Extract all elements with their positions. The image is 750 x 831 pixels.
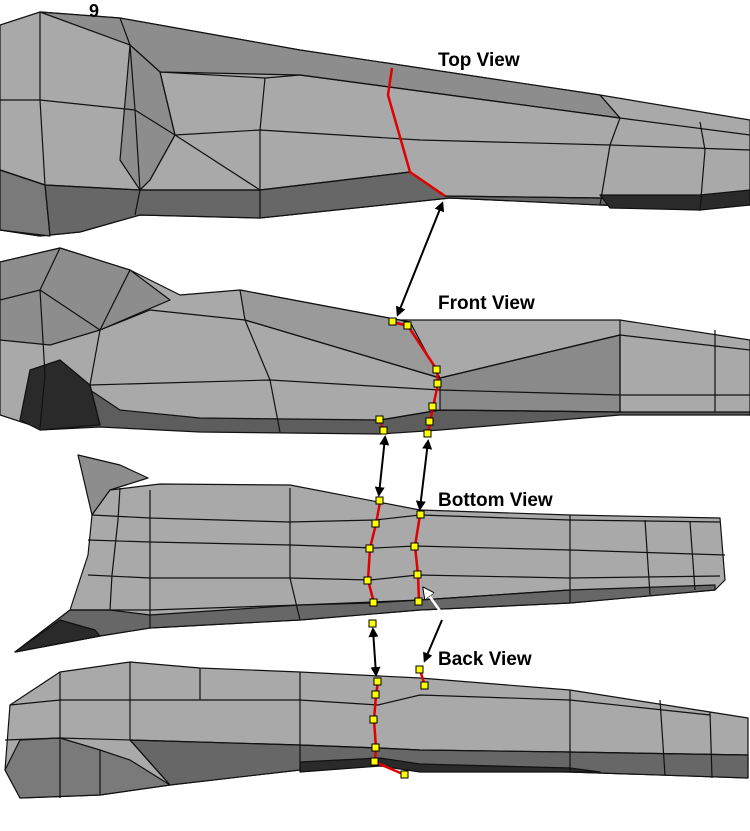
vertex-marker [400,770,409,779]
vertex-marker [371,519,380,528]
vertex-marker [371,743,380,752]
connector-arrows [368,201,445,677]
vertex-marker [371,690,380,699]
front-mesh-shade-lower [39,369,750,435]
vertex-marker [416,510,425,519]
label-bottom-view: Bottom View [438,490,553,511]
vertex-marker [403,321,412,330]
vertex-marker [388,317,397,326]
vertex-marker [415,665,424,674]
top-view-mesh [0,11,750,237]
vertex-marker [363,576,372,585]
label-back-view: Back View [438,649,532,670]
top-mesh-shadow [599,189,750,211]
arrow-bottom-back-b [423,619,443,663]
vertex-markers [363,317,442,779]
vertex-marker [369,598,378,607]
vertex-marker [432,365,441,374]
vertex-marker [420,681,429,690]
vertex-marker [379,426,388,435]
vertex-marker [413,570,422,579]
arrow-front-bottom-a [374,435,390,497]
bottom-mesh-shadow [14,619,101,653]
vertex-marker [414,597,423,606]
vertex-marker [373,677,382,686]
top-view-seam [386,67,446,198]
vertex-marker [368,619,377,628]
bottom-view-seam-b [413,514,422,603]
front-view-mesh [0,247,750,435]
vertex-marker [365,544,374,553]
step-number: 9 [89,1,100,21]
label-top-view: Top View [438,50,520,71]
vertex-marker [425,417,434,426]
vertex-marker [375,415,384,424]
vertex-marker [423,429,432,438]
arrow-front-bottom-b [415,439,433,511]
vertex-marker [370,757,379,766]
vertex-marker [433,379,442,388]
front-mesh-shade-head [0,247,171,346]
arrow-white-pointer [425,590,445,616]
vertex-marker [410,542,419,551]
back-view-mesh [4,661,749,799]
vertex-marker [375,496,384,505]
label-front-view: Front View [438,293,535,314]
vertex-marker [369,715,378,724]
arrow-top-front [395,201,445,317]
arrow-bottom-back-a [368,627,381,677]
bottom-mesh-fin [77,454,149,516]
bottom-mesh-shade [14,584,716,653]
vertex-marker [428,402,437,411]
